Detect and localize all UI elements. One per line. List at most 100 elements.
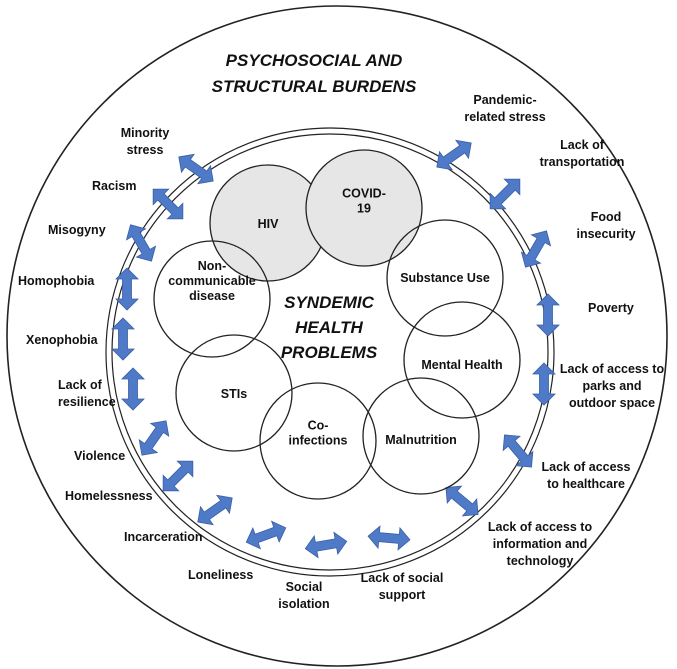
burden-label-food-insecurity: insecurity: [576, 227, 635, 241]
burden-misogyny: Misogyny: [48, 223, 106, 237]
burden-lack-of-social-support: Lack of social support: [361, 571, 444, 602]
arrow-xenophobia: [111, 317, 135, 361]
burden-food-insecurity: Food insecurity: [576, 210, 635, 241]
arrow-misogyny: [125, 224, 157, 262]
arrow-homelessness: [162, 460, 194, 492]
burden-social-isolation: Social isolation: [278, 580, 329, 611]
burden-label-lack-of-social-support: Lack of social: [361, 571, 444, 585]
burden-label-violence: Violence: [74, 449, 125, 463]
burden-label-pandemic-related-stress: Pandemic-: [473, 93, 536, 107]
burden-lack-of-transportation: Lack of transportation: [540, 138, 625, 169]
ring-outer-line: [105, 127, 555, 577]
burden-label-lack-of-access-healthcare: Lack of access: [542, 460, 631, 474]
burden-label-lack-of-access-info-tech: technology: [507, 554, 574, 568]
circle-label-hiv: HIV: [258, 217, 280, 231]
burden-labels: Minority stressRacismMisogynyHomophobiaXe…: [18, 93, 664, 611]
burden-homelessness: Homelessness: [65, 489, 153, 503]
burden-label-poverty: Poverty: [588, 301, 634, 315]
circle-covid: COVID-19: [305, 149, 423, 267]
burden-pandemic-related-stress: Pandemic-related stress: [464, 93, 545, 124]
burden-label-minority-stress: stress: [127, 143, 164, 157]
circle-label-coinfections: infections: [288, 434, 347, 448]
burden-violence: Violence: [74, 449, 125, 463]
burden-label-xenophobia: Xenophobia: [26, 333, 99, 347]
burden-lack-of-resilience: Lack of resilience: [58, 378, 116, 409]
circle-shape-mental: [403, 301, 521, 419]
circle-label-coinfections: Co-: [308, 419, 329, 433]
center-title-line-3: PROBLEMS: [281, 343, 378, 362]
arrow-food-insecurity: [520, 230, 552, 268]
outer-title-line-2: STRUCTURAL BURDENS: [212, 77, 417, 96]
burden-label-social-isolation: Social: [286, 580, 323, 594]
circle-shape-ncd: [153, 240, 271, 358]
burden-loneliness: Loneliness: [188, 568, 253, 582]
circle-label-ncd: Non-: [198, 259, 226, 273]
ring-inner-line: [111, 133, 549, 571]
burden-label-lack-of-resilience: Lack of: [58, 378, 103, 392]
burden-poverty: Poverty: [588, 301, 634, 315]
arrow-loneliness: [245, 520, 287, 550]
burden-label-lack-of-social-support: support: [379, 588, 426, 602]
arrow-lack-of-access-parks: [532, 362, 556, 406]
circle-label-malnutrition: Malnutrition: [385, 433, 457, 447]
arrow-lack-of-transportation: [489, 178, 521, 210]
circle-label-covid: 19: [357, 202, 371, 216]
circle-label-substance: Substance Use: [400, 271, 490, 285]
circle-shape-malnutrition: [362, 377, 480, 495]
arrow-lack-of-social-support: [367, 525, 411, 551]
burden-homophobia: Homophobia: [18, 274, 95, 288]
burden-lack-of-access-healthcare: Lack of access to healthcare: [542, 460, 631, 491]
circle-stis: STIs: [175, 334, 293, 452]
burden-label-social-isolation: isolation: [278, 597, 329, 611]
burden-label-homelessness: Homelessness: [65, 489, 153, 503]
circle-substance: Substance Use: [386, 219, 504, 337]
circle-malnutrition: Malnutrition: [362, 377, 480, 495]
circle-label-ncd: disease: [189, 289, 235, 303]
arrow-social-isolation: [304, 531, 348, 559]
circle-label-ncd: communicable: [168, 274, 256, 288]
circle-label-stis: STIs: [221, 387, 247, 401]
burden-label-lack-of-access-info-tech: Lack of access to: [488, 520, 593, 534]
arrow-poverty: [536, 293, 560, 337]
arrow-lack-of-resilience: [121, 367, 145, 411]
burden-label-lack-of-access-parks: Lack of access to: [560, 362, 665, 376]
burden-label-lack-of-access-healthcare: to healthcare: [547, 477, 625, 491]
circle-shape-stis: [175, 334, 293, 452]
circle-shape-substance: [386, 219, 504, 337]
burden-label-minority-stress: Minority: [121, 126, 170, 140]
outer-title-line-1: PSYCHOSOCIAL AND: [226, 51, 403, 70]
arrow-racism: [152, 188, 184, 220]
center-title-line-1: SYNDEMIC: [284, 293, 374, 312]
circle-label-mental: Mental Health: [421, 358, 502, 372]
center-title-line-2: HEALTH: [295, 318, 363, 337]
arrow-violence: [138, 420, 170, 456]
arrow-incarceration: [197, 494, 233, 526]
burden-label-homophobia: Homophobia: [18, 274, 95, 288]
burden-incarceration: Incarceration: [124, 530, 203, 544]
burden-label-lack-of-access-parks: parks and: [582, 379, 641, 393]
burden-label-lack-of-transportation: Lack of: [560, 138, 605, 152]
burden-label-lack-of-access-parks: outdoor space: [569, 396, 655, 410]
arrow-lack-of-access-info-tech: [445, 485, 479, 517]
circle-label-covid: COVID-: [342, 187, 386, 201]
arrow-pandemic-related-stress: [436, 139, 472, 171]
outer-circle: [6, 5, 668, 667]
burden-racism: Racism: [92, 179, 136, 193]
burden-label-lack-of-resilience: resilience: [58, 395, 116, 409]
arrow-homophobia: [115, 267, 139, 311]
circle-shape-coinfections: [259, 382, 377, 500]
arrow-minority-stress: [178, 153, 214, 185]
circle-mental: Mental Health: [403, 301, 521, 419]
burden-label-lack-of-transportation: transportation: [540, 155, 625, 169]
burden-lack-of-access-parks: Lack of access to parks and outdoor space: [560, 362, 665, 410]
burden-label-pandemic-related-stress: related stress: [464, 110, 545, 124]
burden-label-misogyny: Misogyny: [48, 223, 106, 237]
burden-label-food-insecurity: Food: [591, 210, 622, 224]
circle-coinfections: Co-infections: [259, 382, 377, 500]
burden-label-loneliness: Loneliness: [188, 568, 253, 582]
circle-shape-covid: [305, 149, 423, 267]
